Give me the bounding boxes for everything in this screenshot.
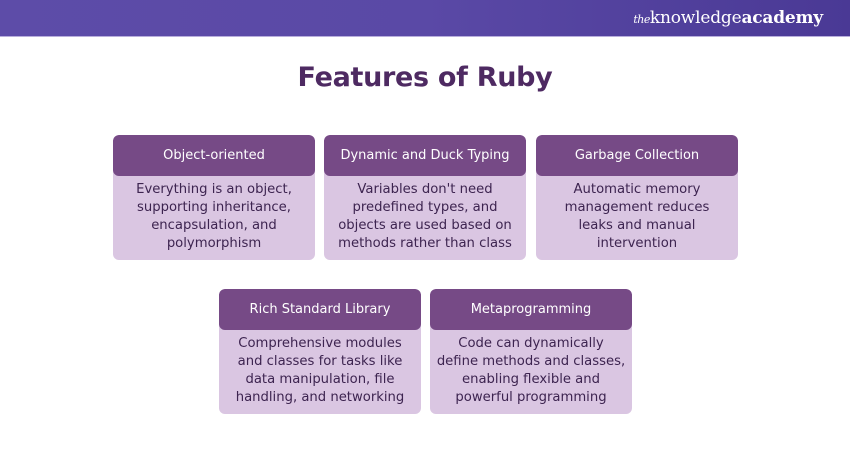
feature-description: Comprehensive modules and classes for ta… bbox=[219, 330, 421, 407]
description-line: objects are used based on bbox=[338, 218, 512, 233]
top-banner: theknowledgeacademy bbox=[0, 0, 850, 37]
feature-description: Everything is an object, supporting inhe… bbox=[113, 176, 315, 253]
description-line: handling, and networking bbox=[235, 390, 405, 405]
feature-description: Variables don't need predefined types, a… bbox=[324, 176, 526, 253]
brand-prefix: the bbox=[633, 13, 650, 26]
feature-description: Code can dynamically define methods and … bbox=[430, 330, 632, 407]
description-line: powerful programming bbox=[455, 390, 607, 405]
description-line: leaks and manual bbox=[578, 218, 696, 233]
feature-heading: Object-oriented bbox=[113, 135, 315, 176]
feature-heading: Metaprogramming bbox=[430, 289, 632, 330]
description-line: data manipulation, file bbox=[245, 372, 395, 387]
feature-card-metaprogramming: Metaprogramming Code can dynamically def… bbox=[430, 289, 632, 414]
description-line: encapsulation, and bbox=[151, 218, 277, 233]
description-line: Everything is an object, bbox=[136, 182, 292, 197]
description-line: intervention bbox=[596, 236, 678, 251]
feature-heading: Rich Standard Library bbox=[219, 289, 421, 330]
description-line: Variables don't need bbox=[357, 182, 493, 197]
feature-heading: Dynamic and Duck Typing bbox=[324, 135, 526, 176]
description-line: Automatic memory bbox=[573, 182, 701, 197]
description-line: methods rather than class bbox=[338, 236, 512, 251]
feature-card-object-oriented: Object-oriented Everything is an object,… bbox=[113, 135, 315, 260]
feature-heading: Garbage Collection bbox=[536, 135, 738, 176]
feature-description: Automatic memory management reduces leak… bbox=[536, 176, 738, 253]
description-line: enabling flexible and bbox=[462, 372, 600, 387]
description-line: Code can dynamically bbox=[458, 336, 604, 351]
feature-card-garbage-collection: Garbage Collection Automatic memory mana… bbox=[536, 135, 738, 260]
page-title: Features of Ruby bbox=[297, 62, 553, 93]
description-line: define methods and classes, bbox=[436, 354, 626, 369]
brand-name-part2: academy bbox=[741, 8, 823, 28]
feature-card-standard-library: Rich Standard Library Comprehensive modu… bbox=[219, 289, 421, 414]
description-line: supporting inheritance, bbox=[137, 200, 291, 215]
brand-logo: theknowledgeacademy bbox=[633, 8, 823, 28]
description-line: polymorphism bbox=[166, 236, 262, 251]
brand-name-part1: knowledge bbox=[649, 8, 742, 28]
description-line: predefined types, and bbox=[352, 200, 498, 215]
description-line: Comprehensive modules bbox=[238, 336, 402, 351]
feature-card-dynamic-typing: Dynamic and Duck Typing Variables don't … bbox=[324, 135, 526, 260]
description-line: management reduces bbox=[564, 200, 710, 215]
description-line: and classes for tasks like bbox=[237, 354, 403, 369]
